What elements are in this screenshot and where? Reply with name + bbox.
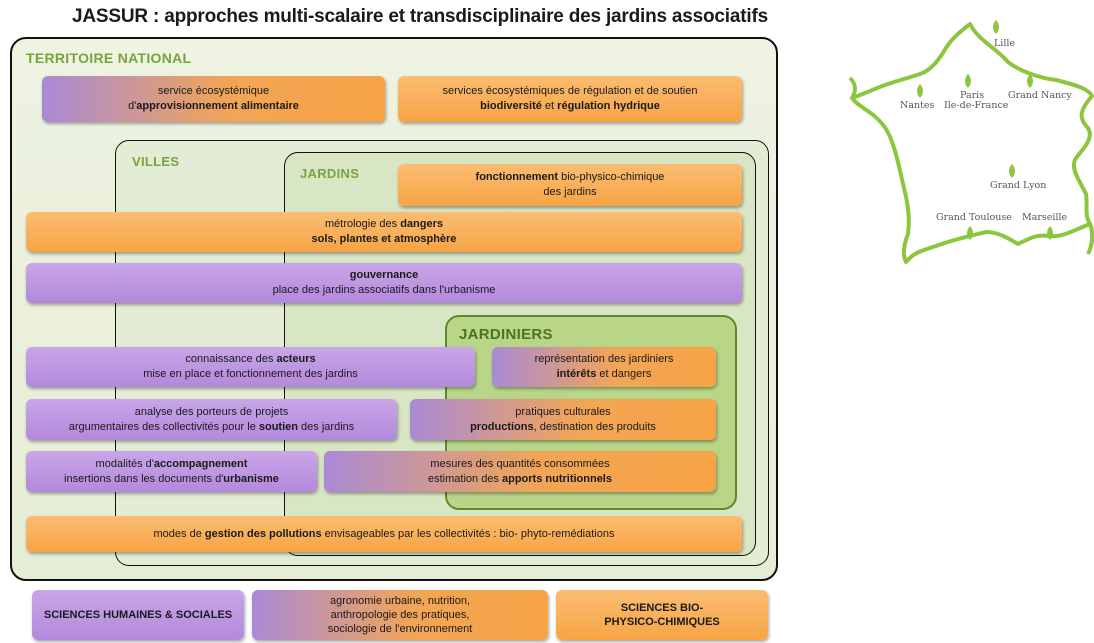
box-gouvernance: gouvernance place des jardins associatif… (26, 263, 742, 303)
box-fonctionnement: fonctionnement bio-physico-chimique des … (398, 164, 742, 206)
box-analyse-porteurs: analyse des porteurs de projets argument… (26, 399, 397, 440)
box-representation-jardiniers: représentation des jardiniers intérêts e… (492, 347, 716, 387)
legend-mixed-disciplines: agronomie urbaine, nutrition, anthropolo… (252, 590, 548, 640)
city-ile-de-france: Ile-de-France (944, 100, 1009, 111)
france-map: Lille Nantes Paris Ile-de-France Grand N… (848, 18, 1094, 270)
legend-sciences-humaines: SCIENCES HUMAINES & SOCIALES (32, 590, 244, 640)
box-modes-gestion-pollutions: modes de gestion des pollutions envisage… (26, 516, 742, 552)
city-grand-lyon: Grand Lyon (990, 180, 1047, 191)
diagram-title: JASSUR : approches multi-scalaire et tra… (72, 6, 768, 27)
city-marseille: Marseille (1022, 212, 1068, 223)
legend-sciences-bio-physico-chimiques: SCIENCES BIO- PHYSICO-CHIMIQUES (556, 590, 768, 640)
leaf-icon (965, 74, 971, 88)
frame-label-jardins: JARDINS (300, 166, 360, 181)
box-mesures-quantites: mesures des quantités consommées estimat… (324, 451, 716, 492)
frame-label-national: TERRITOIRE NATIONAL (26, 50, 192, 66)
box-service-alimentaire: service écosystémique d'approvisionnemen… (42, 76, 385, 122)
box-metrologie: métrologie des dangers sols, plantes et … (26, 212, 742, 252)
frame-label-villes: VILLES (132, 154, 180, 169)
leaf-icon (993, 20, 999, 34)
box-connaissance-acteurs: connaissance des acteurs mise en place e… (26, 347, 475, 387)
city-nantes: Nantes (900, 100, 935, 111)
leaf-icon (917, 84, 923, 98)
city-grand-nancy: Grand Nancy (1008, 90, 1072, 101)
city-grand-toulouse: Grand Toulouse (936, 212, 1012, 223)
leaf-icon (967, 226, 973, 240)
box-services-regulation: services écosystémiques de régulation et… (398, 76, 742, 122)
city-paris: Paris (960, 90, 985, 101)
frame-label-jardiniers: JARDINIERS (459, 326, 553, 343)
city-lille: Lille (994, 38, 1016, 49)
leaf-icon (1047, 226, 1053, 240)
leaf-icon (1009, 164, 1015, 178)
box-modalites-accompagnement: modalités d'accompagnement insertions da… (26, 451, 317, 492)
box-pratiques-culturales: pratiques culturales productions, destin… (410, 399, 716, 440)
leaf-icon (1027, 74, 1033, 88)
